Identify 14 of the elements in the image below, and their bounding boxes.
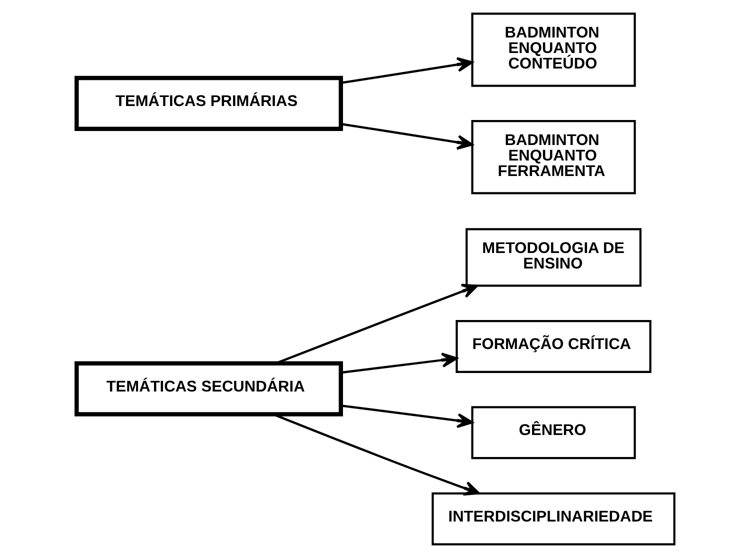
node-box: BADMINTON ENQUANTO CONTEÚDO <box>471 12 636 87</box>
arrow <box>275 284 478 364</box>
arrow <box>340 57 474 84</box>
arrow <box>272 413 480 496</box>
node-box: METODOLOGIA DE ENSINO <box>466 228 642 287</box>
node-box: GÊNERO <box>471 406 636 460</box>
node-box: BADMINTON ENQUANTO FERRAMENTA <box>471 120 636 194</box>
node-box: TEMÁTICAS PRIMÁRIAS <box>74 76 343 131</box>
arrow <box>340 404 474 428</box>
arrow <box>340 122 474 150</box>
arrow <box>340 352 458 374</box>
node-box: INTERDISCIPLINARIEDADE <box>432 492 676 546</box>
node-box: FORMAÇÃO CRÍTICA <box>456 320 652 373</box>
node-box: TEMÁTICAS SECUNDÁRIA <box>74 361 343 416</box>
